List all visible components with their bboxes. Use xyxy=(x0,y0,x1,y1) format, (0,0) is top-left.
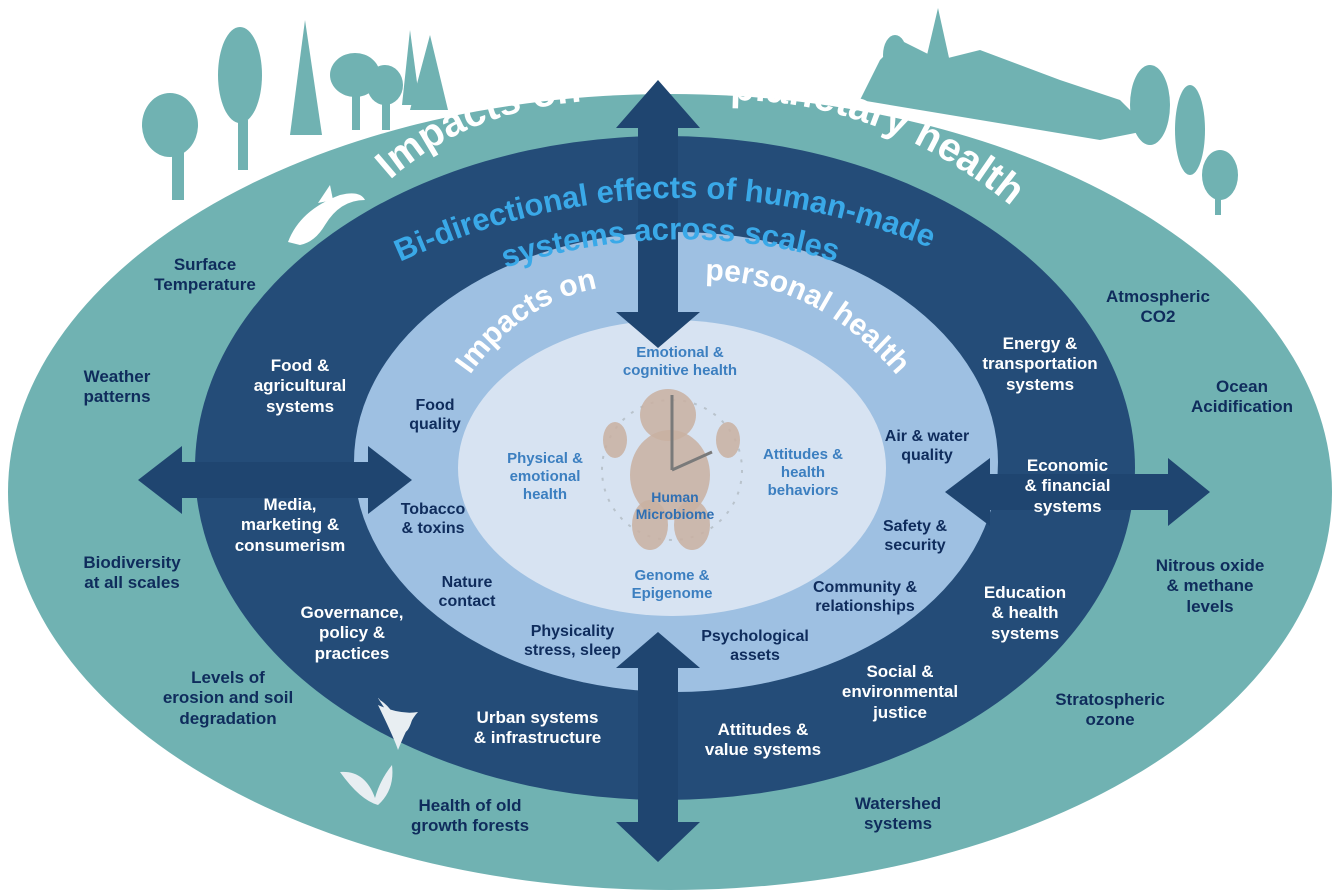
label-attitudes-behaviors: Attitudes & health behaviors xyxy=(763,446,843,499)
label-erosion: Levels of erosion and soil degradation xyxy=(162,668,294,728)
label-physicality: Physicality stress, sleep xyxy=(524,623,621,660)
label-stratospheric-ozone: Stratospheric ozone xyxy=(1055,690,1165,730)
label-tobacco: Tobacco & toxins xyxy=(400,501,466,538)
landscape-silhouette xyxy=(142,8,1238,215)
dolphin-icon xyxy=(288,185,365,245)
label-surface-temperature: Surface Temperature xyxy=(154,255,256,295)
label-community: Community & relationships xyxy=(813,579,917,616)
label-emotional-cognitive: Emotional & cognitive health xyxy=(622,344,738,379)
label-watershed: Watershed systems xyxy=(854,794,942,834)
label-biodiversity: Biodiversity at all scales xyxy=(83,553,181,593)
label-air-water: Air & water quality xyxy=(884,428,970,465)
label-economic: Economic & financial systems xyxy=(1024,456,1111,516)
label-governance: Governance, policy & practices xyxy=(300,603,404,663)
label-urban: Urban systems & infrastructure xyxy=(473,708,602,748)
label-food-agri: Food & agricultural systems xyxy=(253,356,347,416)
label-physical-emotional: Physical & emotional health xyxy=(507,450,583,503)
arrow-horizontal-left xyxy=(138,446,412,514)
label-ocean-acidification: Ocean Acidification xyxy=(1190,377,1293,417)
baby-clock-icon xyxy=(601,389,743,550)
butterfly-icon xyxy=(378,697,418,750)
label-genome: Genome & Epigenome xyxy=(631,567,713,602)
label-media: Media, marketing & consumerism xyxy=(234,495,346,555)
label-nature: Nature contact xyxy=(438,574,496,611)
label-nitrous-oxide: Nitrous oxide & methane levels xyxy=(1155,556,1265,616)
arrow-vertical-top xyxy=(616,80,700,348)
label-education-health: Education & health systems xyxy=(983,583,1067,643)
label-food-quality: Food quality xyxy=(409,397,461,434)
label-atmospheric-co2: Atmospheric CO2 xyxy=(1106,287,1210,327)
label-microbiome: Human Microbiome xyxy=(635,489,715,522)
label-energy-transport: Energy & transportation systems xyxy=(982,334,1098,394)
arrow-vertical-bottom xyxy=(616,632,700,862)
label-psych-assets: Psychological assets xyxy=(701,628,809,665)
label-old-growth: Health of old growth forests xyxy=(410,796,530,836)
label-safety: Safety & security xyxy=(882,518,948,555)
label-weather-patterns: Weather patterns xyxy=(83,367,151,407)
label-social-justice: Social & environmental justice xyxy=(841,662,959,722)
butterfly-icon-2 xyxy=(340,765,393,805)
arrow-horizontal-right xyxy=(945,458,1210,526)
label-attitudes-values: Attitudes & value systems xyxy=(704,720,822,760)
